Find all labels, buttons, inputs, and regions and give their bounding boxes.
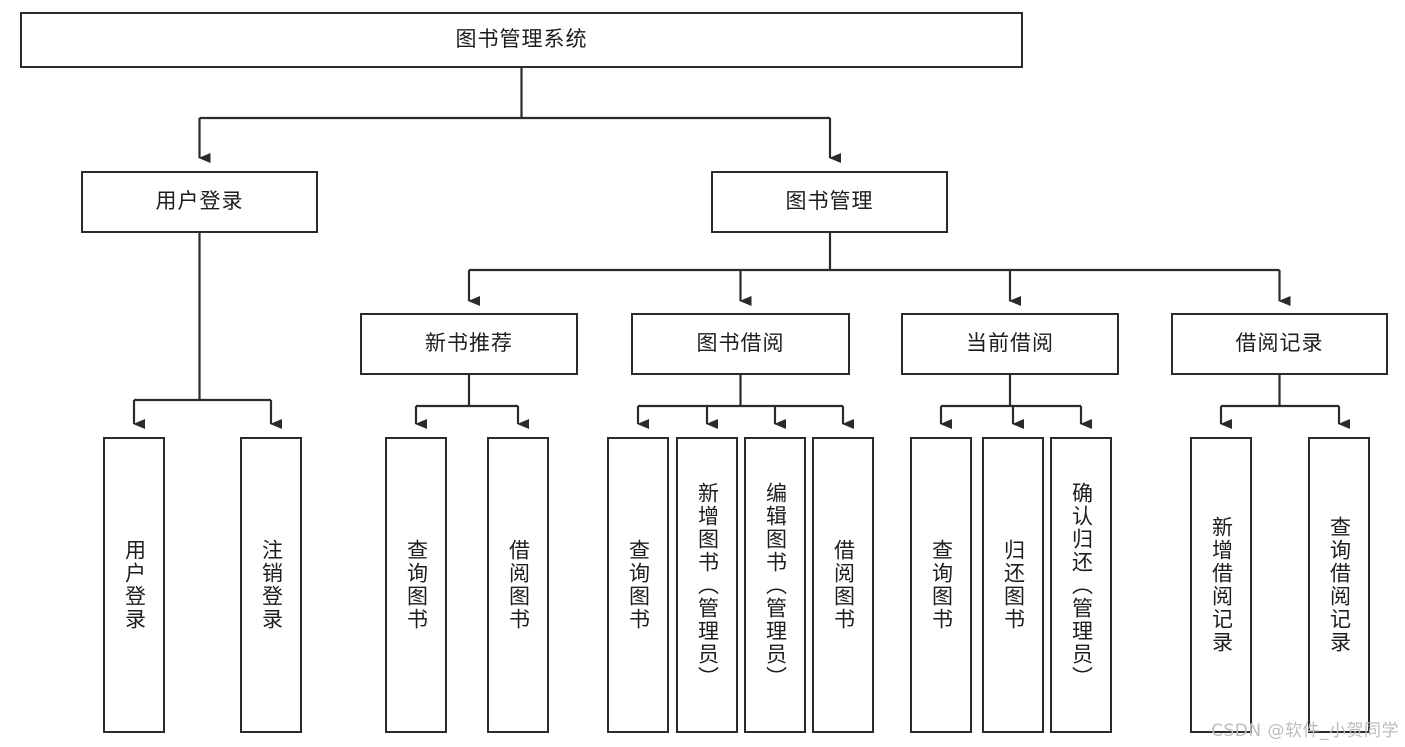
node-new-book-recommend[interactable]: 新书推荐 bbox=[360, 313, 578, 375]
node-root-label: 图书管理系统 bbox=[455, 27, 588, 52]
leaf-query-books-current-label: 查询图书 bbox=[929, 539, 954, 631]
edge-group-borrow-to-leaves bbox=[636, 375, 854, 429]
leaf-query-books-new[interactable]: 查询图书 bbox=[385, 437, 447, 733]
leaf-query-books-borrow-label: 查询图书 bbox=[626, 539, 651, 631]
node-borrow-records-label: 借阅记录 bbox=[1235, 331, 1324, 356]
edge-group-book-mgmt-to-level3 bbox=[467, 233, 1291, 306]
leaf-return-books-label: 归还图书 bbox=[1001, 539, 1026, 631]
node-book-management-label: 图书管理 bbox=[785, 189, 874, 214]
leaf-query-borrow-record-label: 查询借阅记录 bbox=[1327, 516, 1352, 654]
leaf-query-books-borrow[interactable]: 查询图书 bbox=[607, 437, 669, 733]
leaf-borrow-books-new-label: 借阅图书 bbox=[506, 539, 531, 631]
edge-group-current-borrow-to-leaves bbox=[939, 375, 1092, 429]
leaf-edit-book-admin-label: 编辑图书（管理员） bbox=[763, 481, 788, 689]
leaf-logout-label: 注销登录 bbox=[259, 539, 284, 631]
leaf-edit-book-admin[interactable]: 编辑图书（管理员） bbox=[744, 437, 806, 733]
leaf-query-books-new-label: 查询图书 bbox=[404, 539, 429, 631]
edge-group-user-login-to-leaves bbox=[132, 233, 282, 429]
node-book-borrow-label: 图书借阅 bbox=[696, 331, 785, 356]
leaf-user-login-label: 用户登录 bbox=[122, 539, 147, 631]
node-borrow-records[interactable]: 借阅记录 bbox=[1171, 313, 1388, 375]
node-book-management[interactable]: 图书管理 bbox=[711, 171, 948, 233]
leaf-user-login[interactable]: 用户登录 bbox=[103, 437, 165, 733]
node-user-login-label: 用户登录 bbox=[155, 189, 244, 214]
node-book-borrow[interactable]: 图书借阅 bbox=[631, 313, 850, 375]
leaf-borrow-books-new[interactable]: 借阅图书 bbox=[487, 437, 549, 733]
leaf-logout[interactable]: 注销登录 bbox=[240, 437, 302, 733]
node-root[interactable]: 图书管理系统 bbox=[20, 12, 1023, 68]
leaf-add-book-admin-label: 新增图书（管理员） bbox=[695, 481, 720, 689]
leaf-add-borrow-record-label: 新增借阅记录 bbox=[1209, 516, 1234, 654]
leaf-query-borrow-record[interactable]: 查询借阅记录 bbox=[1308, 437, 1370, 733]
node-current-borrow[interactable]: 当前借阅 bbox=[901, 313, 1119, 375]
leaf-add-book-admin[interactable]: 新增图书（管理员） bbox=[676, 437, 738, 733]
edge-group-borrow-records-to-leaves bbox=[1219, 375, 1350, 429]
leaf-add-borrow-record[interactable]: 新增借阅记录 bbox=[1190, 437, 1252, 733]
leaf-query-books-current[interactable]: 查询图书 bbox=[910, 437, 972, 733]
node-current-borrow-label: 当前借阅 bbox=[966, 331, 1054, 356]
edge-group-root-to-level2 bbox=[198, 68, 841, 163]
edge-group-new-books-to-leaves bbox=[414, 375, 529, 429]
leaf-borrow-books-label: 借阅图书 bbox=[831, 539, 856, 631]
leaf-return-books[interactable]: 归还图书 bbox=[982, 437, 1044, 733]
leaf-confirm-return-admin[interactable]: 确认归还（管理员） bbox=[1050, 437, 1112, 733]
leaf-borrow-books[interactable]: 借阅图书 bbox=[812, 437, 874, 733]
leaf-confirm-return-admin-label: 确认归还（管理员） bbox=[1069, 481, 1094, 689]
node-user-login[interactable]: 用户登录 bbox=[81, 171, 318, 233]
node-new-book-recommend-label: 新书推荐 bbox=[425, 331, 513, 356]
